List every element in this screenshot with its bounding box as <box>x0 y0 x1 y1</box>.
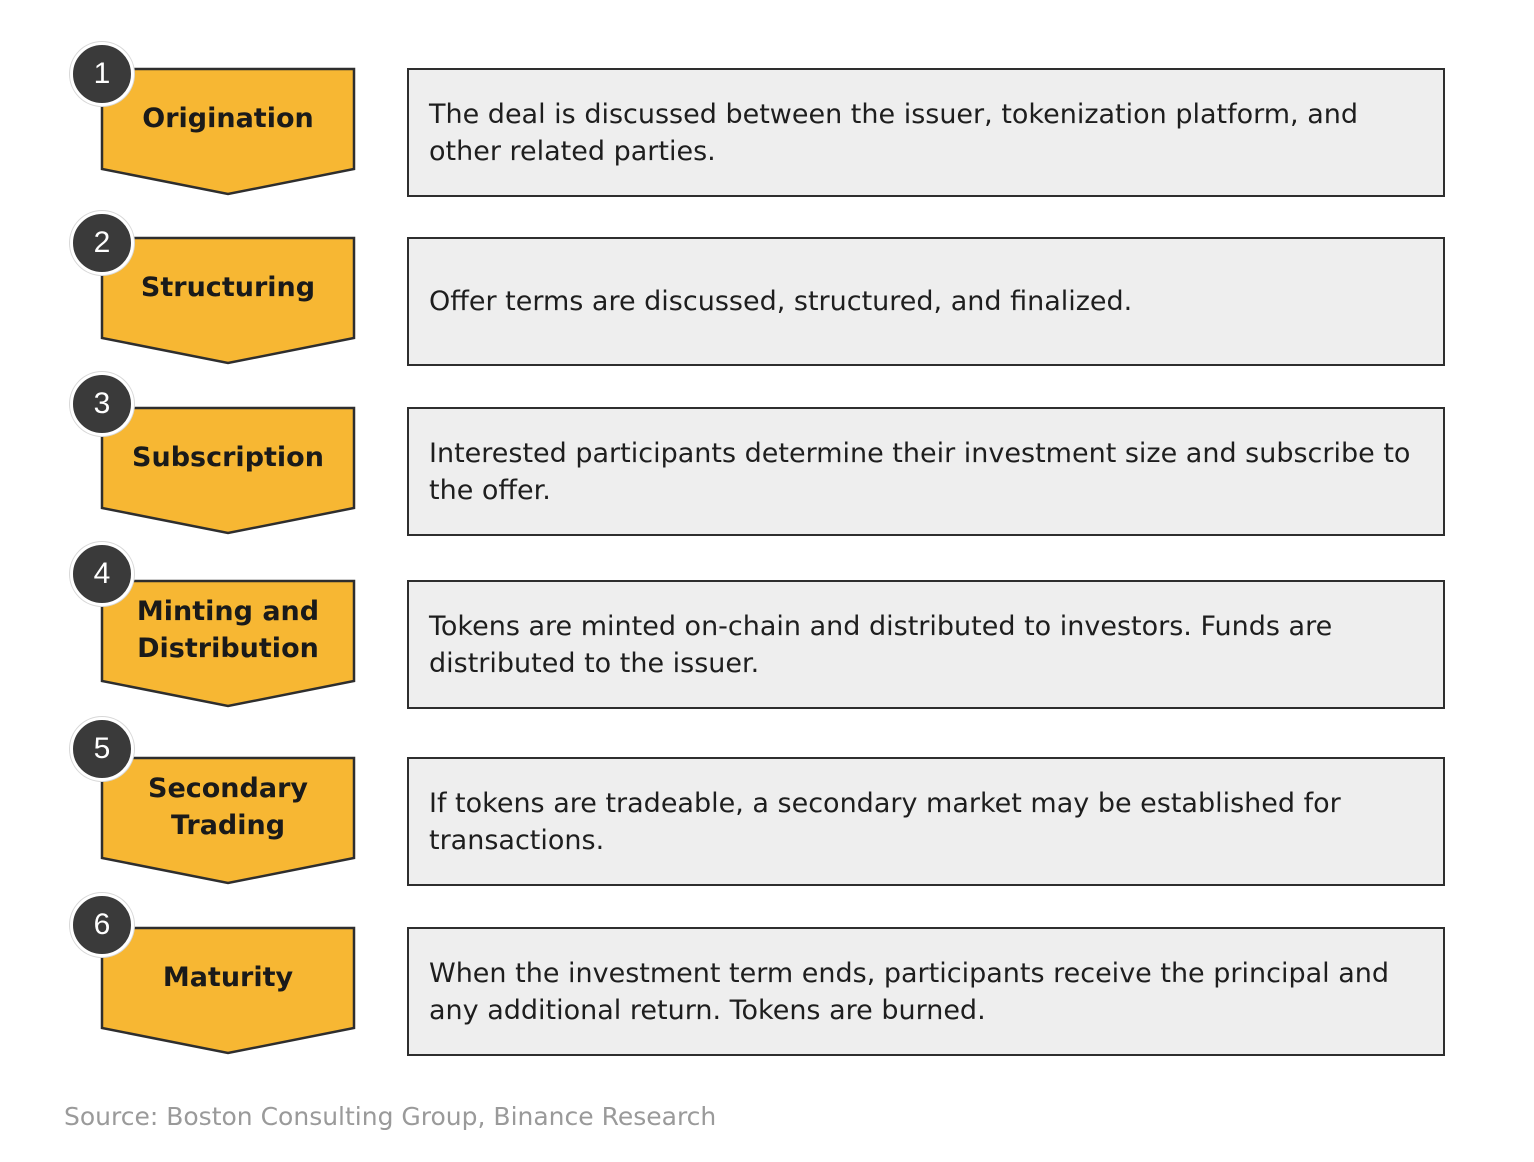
step-number-badge: 1 <box>70 42 134 106</box>
step-title: Subscription <box>132 441 324 473</box>
step-description-box: When the investment term ends, participa… <box>407 927 1445 1056</box>
step-title: Origination <box>142 102 314 134</box>
step-maturity: Maturity 6 When the investment term ends… <box>0 893 1534 1063</box>
step-chevron: Origination <box>100 67 356 197</box>
chevron-shape <box>100 756 356 885</box>
step-description: Offer terms are discussed, structured, a… <box>429 286 1133 317</box>
step-number-badge: 2 <box>70 211 134 275</box>
source-caption: Source: Boston Consulting Group, Binance… <box>64 1102 717 1131</box>
step-description-box: If tokens are tradeable, a secondary mar… <box>407 757 1445 886</box>
step-chevron: Maturity <box>100 926 356 1056</box>
chevron-shape <box>100 926 356 1055</box>
step-description-box: Offer terms are discussed, structured, a… <box>407 237 1445 366</box>
step-title: Structuring <box>140 271 316 303</box>
step-description: The deal is discussed between the issuer… <box>429 98 1359 167</box>
step-description-box: The deal is discussed between the issuer… <box>407 68 1445 197</box>
step-number-badge: 3 <box>70 372 134 436</box>
step-description: If tokens are tradeable, a secondary mar… <box>429 787 1341 856</box>
step-chevron: Minting and Distribution <box>100 579 356 709</box>
step-secondary-trading: Secondary Trading 5 If tokens are tradea… <box>0 717 1534 887</box>
chevron-shape <box>100 236 356 365</box>
chevron-shape <box>100 67 356 196</box>
step-description-box: Interested participants determine their … <box>407 407 1445 536</box>
step-minting-and-distribution: Minting and Distribution 4 Tokens are mi… <box>0 542 1534 712</box>
step-chevron: Structuring <box>100 236 356 366</box>
step-description: Interested participants determine their … <box>429 437 1411 506</box>
step-subscription: Subscription 3 Interested participants d… <box>0 372 1534 542</box>
step-origination: Origination 1 The deal is discussed betw… <box>0 42 1534 212</box>
chevron-shape <box>100 406 356 535</box>
step-title: Secondary Trading <box>148 773 308 841</box>
step-title: Maturity <box>162 961 294 993</box>
step-chevron: Secondary Trading <box>100 756 356 886</box>
step-description: Tokens are minted on-chain and distribut… <box>429 610 1333 679</box>
step-number-badge: 4 <box>70 542 134 606</box>
step-number-badge: 6 <box>70 893 134 957</box>
step-title: Minting and Distribution <box>136 596 320 664</box>
step-description: When the investment term ends, participa… <box>429 957 1390 1026</box>
step-description-box: Tokens are minted on-chain and distribut… <box>407 580 1445 709</box>
step-chevron: Subscription <box>100 406 356 536</box>
chevron-shape <box>100 579 356 708</box>
step-number-badge: 5 <box>70 717 134 781</box>
step-structuring: Structuring 2 Offer terms are discussed,… <box>0 211 1534 381</box>
